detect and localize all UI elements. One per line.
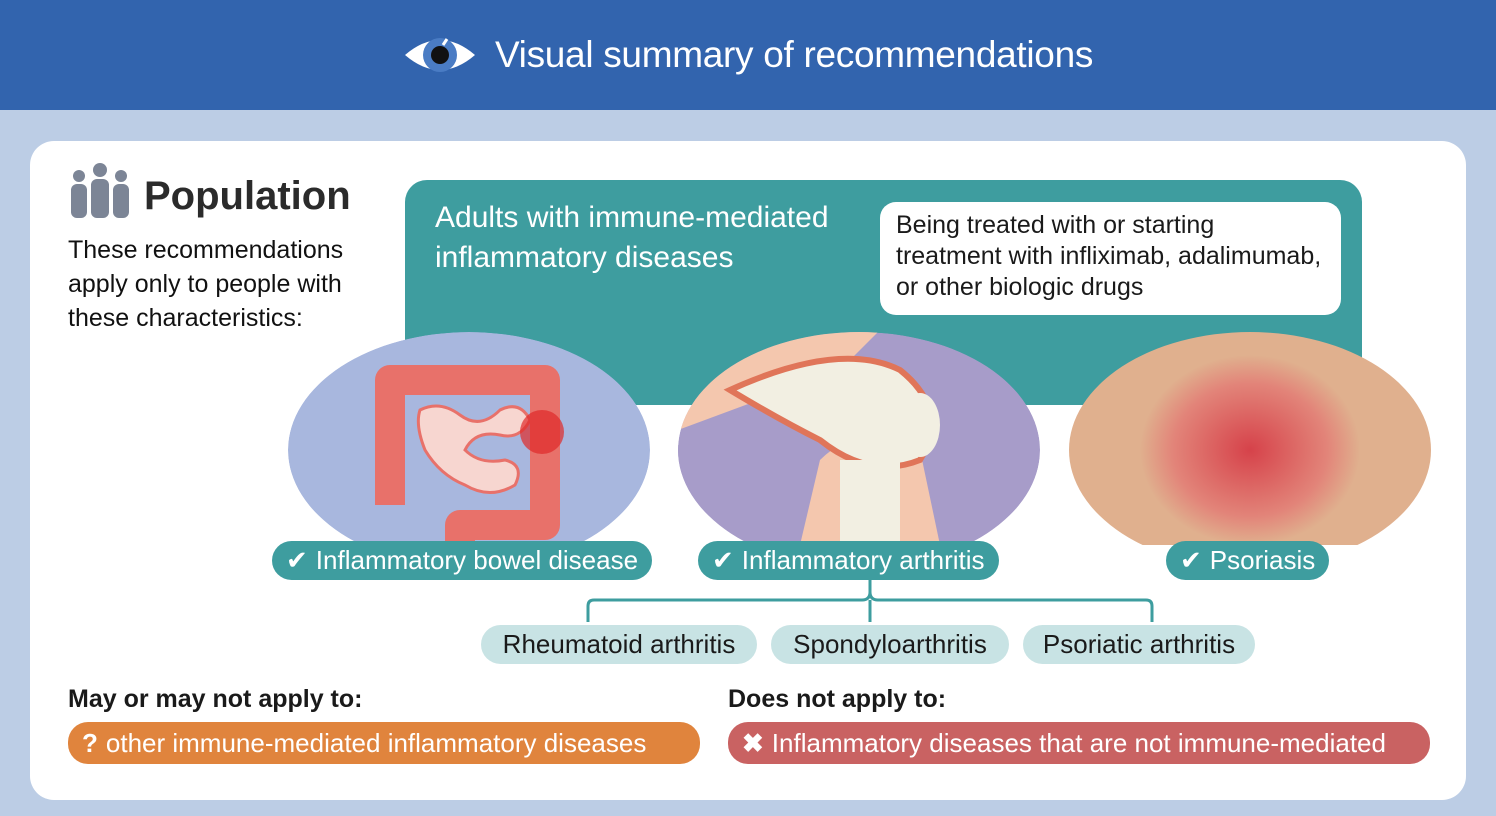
- knee-illustration: [678, 332, 1040, 545]
- not-apply-heading: Does not apply to:: [728, 685, 947, 713]
- bracket-connector: [586, 580, 1154, 622]
- people-icon: [71, 163, 129, 218]
- condition-ibd: ✔Inflammatory bowel disease: [272, 541, 653, 580]
- cross-icon: ✖: [742, 727, 764, 758]
- intestine-illustration: [288, 332, 650, 545]
- subtype-rheumatoid: Rheumatoid arthritis: [481, 625, 757, 664]
- main-group-title: Adults with immune-mediated inflammatory…: [435, 201, 829, 274]
- eye-icon: [404, 38, 475, 72]
- header: Visual summary of recommendations: [0, 0, 1496, 110]
- psoriasis-illustration: [1069, 332, 1431, 545]
- maybe-heading: May or may not apply to:: [68, 685, 363, 713]
- subtype-spondylo: Spondyloarthritis: [771, 625, 1009, 664]
- population-title: Population: [144, 174, 351, 218]
- maybe-item: ?other immune-mediated inflammatory dise…: [68, 722, 700, 764]
- population-description: These recommendations apply only to peop…: [68, 236, 344, 332]
- subtype-psoriatic: Psoriatic arthritis: [1023, 625, 1255, 664]
- condition-illustrations: [288, 332, 1431, 545]
- check-icon: ✔: [286, 545, 308, 575]
- condition-arthritis: ✔Inflammatory arthritis: [698, 541, 999, 580]
- not-apply-item: ✖Inflammatory diseases that are not immu…: [728, 722, 1430, 764]
- treatment-box: Being treated with or starting treatment…: [880, 202, 1341, 315]
- condition-psoriasis: ✔Psoriasis: [1166, 541, 1330, 580]
- page-title: Visual summary of recommendations: [494, 34, 1094, 75]
- check-icon: ✔: [712, 545, 734, 575]
- question-icon: ?: [82, 727, 98, 758]
- check-icon: ✔: [1180, 545, 1202, 575]
